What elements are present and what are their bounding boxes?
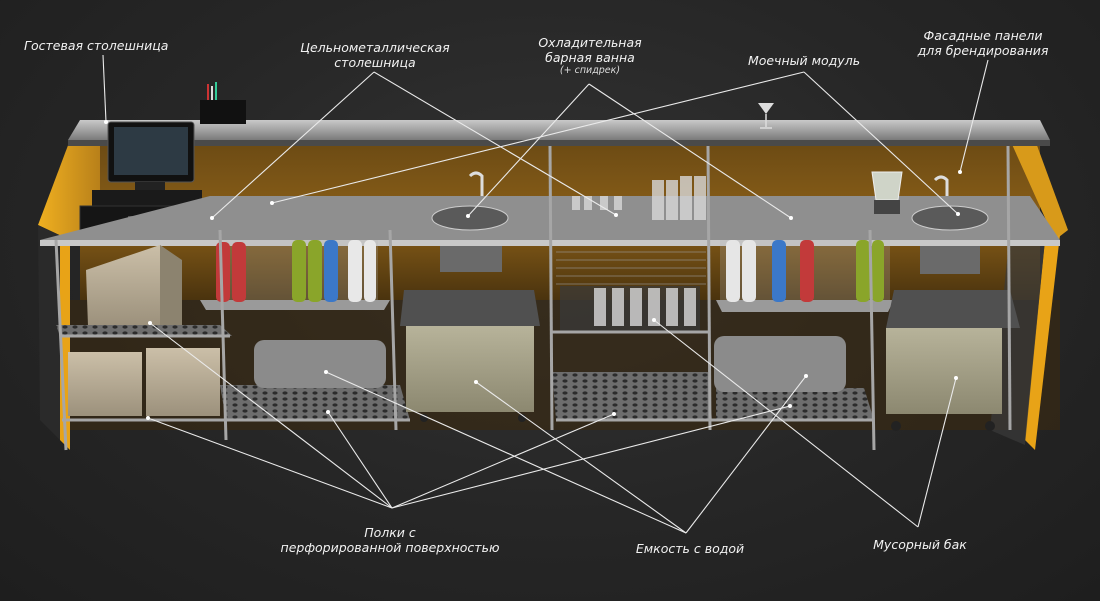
label-guest-countertop: Гостевая столешница (24, 38, 168, 53)
label-guest-countertop-text: Гостевая столешница (24, 38, 169, 53)
label-facade-panels: Фасадные панели для брендирования (908, 28, 1058, 58)
cocktail-glass-icon (758, 103, 774, 129)
glasses-top (572, 176, 706, 220)
wire-shelf-center (556, 246, 706, 286)
steel-frame (54, 145, 1012, 451)
label-cooling-bath: Охладительная барная ванна (+ спидрек) (524, 35, 656, 76)
label-metal-worktop: Цельнометаллическая столешница (290, 40, 460, 70)
box-bottom-left-1 (68, 352, 142, 416)
sink-right (911, 175, 989, 274)
label-metal-worktop-line1: Цельнометаллическая (300, 40, 450, 55)
label-perforated-shelves: Полки с перфорированной поверхностью (262, 525, 518, 555)
bottle-row-left (216, 240, 376, 302)
cushion-right (714, 336, 846, 392)
perforated-shelf-center (552, 372, 712, 420)
label-cooling-bath-line1: Охладительная (538, 35, 642, 50)
glasses-shelf (560, 286, 700, 332)
water-tank (400, 290, 540, 422)
label-water-tank-text: Емкость с водой (635, 541, 745, 556)
guest-countertop (68, 120, 1050, 146)
cushion-left (254, 340, 386, 388)
annotation-lines (102, 54, 989, 534)
right-facade-panel (990, 140, 1068, 450)
label-metal-worktop-line2: столешница (334, 55, 416, 70)
label-washing-module: Моечный модуль (734, 53, 874, 68)
pen-holder (200, 82, 246, 124)
perforated-shelf-upper-left (56, 325, 232, 336)
perforated-shelf-lower-left (220, 385, 410, 420)
label-cooling-bath-note: (+ спидрек) (559, 65, 621, 76)
label-water-tank: Емкость с водой (610, 541, 770, 556)
trash-bin (886, 290, 1020, 431)
label-facade-panels-line1: Фасадные панели (923, 28, 1043, 43)
label-cooling-bath-line2: барная ванна (545, 50, 635, 65)
annotation-dots (104, 120, 962, 420)
box-bottom-left-2 (146, 348, 220, 416)
sink-left (431, 171, 509, 272)
blender-icon (871, 171, 903, 214)
perforated-shelf-right (716, 388, 874, 420)
label-trash-bin-text: Мусорный бак (873, 537, 967, 552)
label-perforated-shelves-line2: перфорированной поверхностью (280, 540, 500, 555)
label-facade-panels-line2: для брендирования (917, 43, 1049, 58)
box-top-left (86, 245, 182, 326)
label-trash-bin: Мусорный бак (850, 537, 990, 552)
label-washing-module-text: Моечный модуль (747, 53, 861, 68)
label-perforated-shelves-line1: Полки с (364, 525, 416, 540)
bottle-row-right (726, 240, 884, 302)
